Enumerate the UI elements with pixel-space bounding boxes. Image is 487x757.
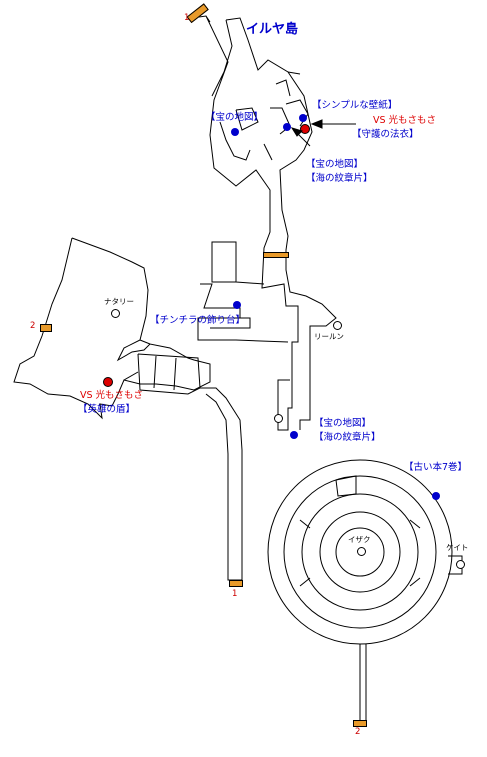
exit-marker-round[interactable] <box>353 720 367 727</box>
treasure-dot-old-book[interactable] <box>432 492 440 500</box>
exit-label-round: 2 <box>355 727 361 737</box>
label-izaku: イザク <box>348 535 371 544</box>
label-hero-shield: 【英雄の盾】 <box>78 404 136 415</box>
label-old-book: 【古い本7巻】 <box>404 462 468 473</box>
npc-circle-riirun[interactable] <box>333 321 342 330</box>
boss-dot-a[interactable] <box>300 124 310 134</box>
label-riirun: リールン <box>314 332 344 341</box>
map-title: イルヤ島 <box>246 22 299 37</box>
label-sea-emblem-c: 【海の紋章片】 <box>314 432 381 443</box>
label-sea-emblem-b: 【海の紋章片】 <box>306 173 373 184</box>
treasure-dot-map-b[interactable] <box>283 123 291 131</box>
npc-circle-natari[interactable] <box>111 309 120 318</box>
round-building-ring1 <box>283 475 437 629</box>
label-keito: ケイト <box>446 543 469 552</box>
npc-circle-izaku[interactable] <box>357 547 366 556</box>
label-map-a: 【宝の地図】 <box>206 112 264 123</box>
exit-marker-south[interactable] <box>229 580 243 587</box>
top-cave-inner <box>219 71 309 161</box>
npc-circle-map-c[interactable] <box>274 414 283 423</box>
label-map-c: 【宝の地図】 <box>314 418 372 429</box>
npc-circle-keito[interactable] <box>456 560 465 569</box>
label-boss-a: VS 光もさもさ <box>373 115 437 126</box>
label-simple-wallpaper: 【シンプルな壁紙】 <box>312 100 398 111</box>
exit-marker-mid[interactable] <box>263 252 289 258</box>
central-corridor <box>197 241 289 343</box>
round-building-ring2 <box>301 493 419 611</box>
label-boss-b: VS 光もさもさ <box>80 390 144 401</box>
round-building-ring4 <box>335 527 385 577</box>
treasure-dot-map-a[interactable] <box>231 128 239 136</box>
label-guard-robe: 【守護の法衣】 <box>352 129 419 140</box>
round-building-ring3 <box>319 511 401 593</box>
label-natari: ナタリー <box>104 297 134 306</box>
exit-label-west: 2 <box>30 321 36 331</box>
west-cave-outline <box>13 237 211 420</box>
label-chinchira: 【チンチラの飾り台】 <box>150 315 246 326</box>
label-map-b: 【宝の地図】 <box>306 159 364 170</box>
west-bridge <box>123 353 201 395</box>
round-building-walls <box>299 475 463 720</box>
boss-dot-b[interactable] <box>103 377 113 387</box>
treasure-dot-wallpaper[interactable] <box>299 114 307 122</box>
top-cave-outline <box>191 15 337 431</box>
treasure-dot-map-c[interactable] <box>290 431 298 439</box>
exit-marker-west[interactable] <box>40 324 52 332</box>
treasure-dot-chinchira[interactable] <box>233 301 241 309</box>
exit-label-top: 1 <box>184 13 190 23</box>
exit-label-south: 1 <box>232 589 238 599</box>
